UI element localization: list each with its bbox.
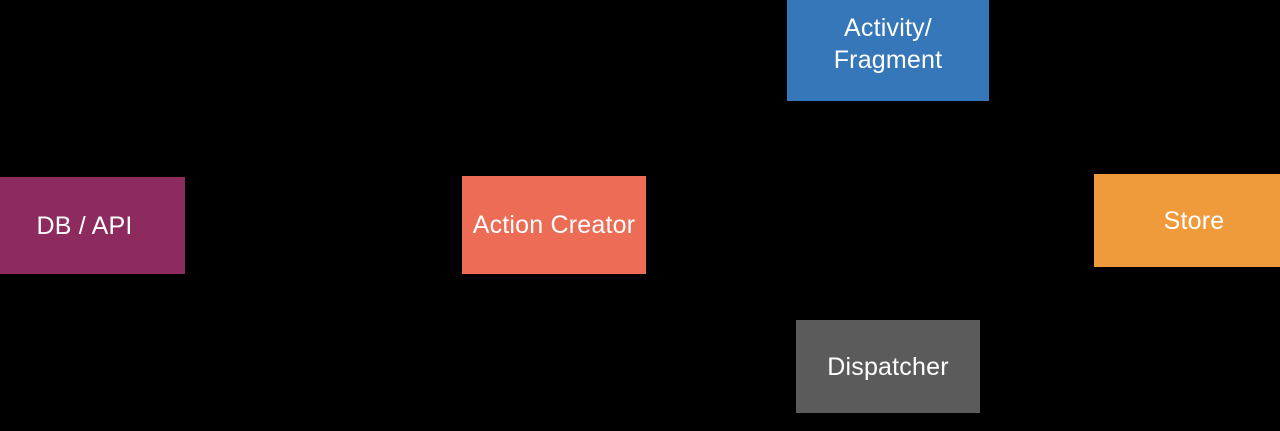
diagram-node-action-creator[interactable]: Action Creator [462, 176, 646, 274]
diagram-node-activity-fragment[interactable]: Activity/ Fragment [787, 0, 989, 101]
node-label-action-creator: Action Creator [472, 211, 636, 239]
diagram-node-db-api[interactable]: DB / API [0, 177, 185, 274]
node-label-activity-fragment: Activity/ Fragment [833, 13, 943, 74]
diagram-node-dispatcher[interactable]: Dispatcher [796, 320, 980, 413]
node-label-dispatcher: Dispatcher [827, 352, 949, 381]
node-label-db-api: DB / API [36, 211, 133, 240]
node-label-store: Store [1163, 206, 1225, 235]
diagram-node-store[interactable]: Store [1094, 174, 1280, 267]
